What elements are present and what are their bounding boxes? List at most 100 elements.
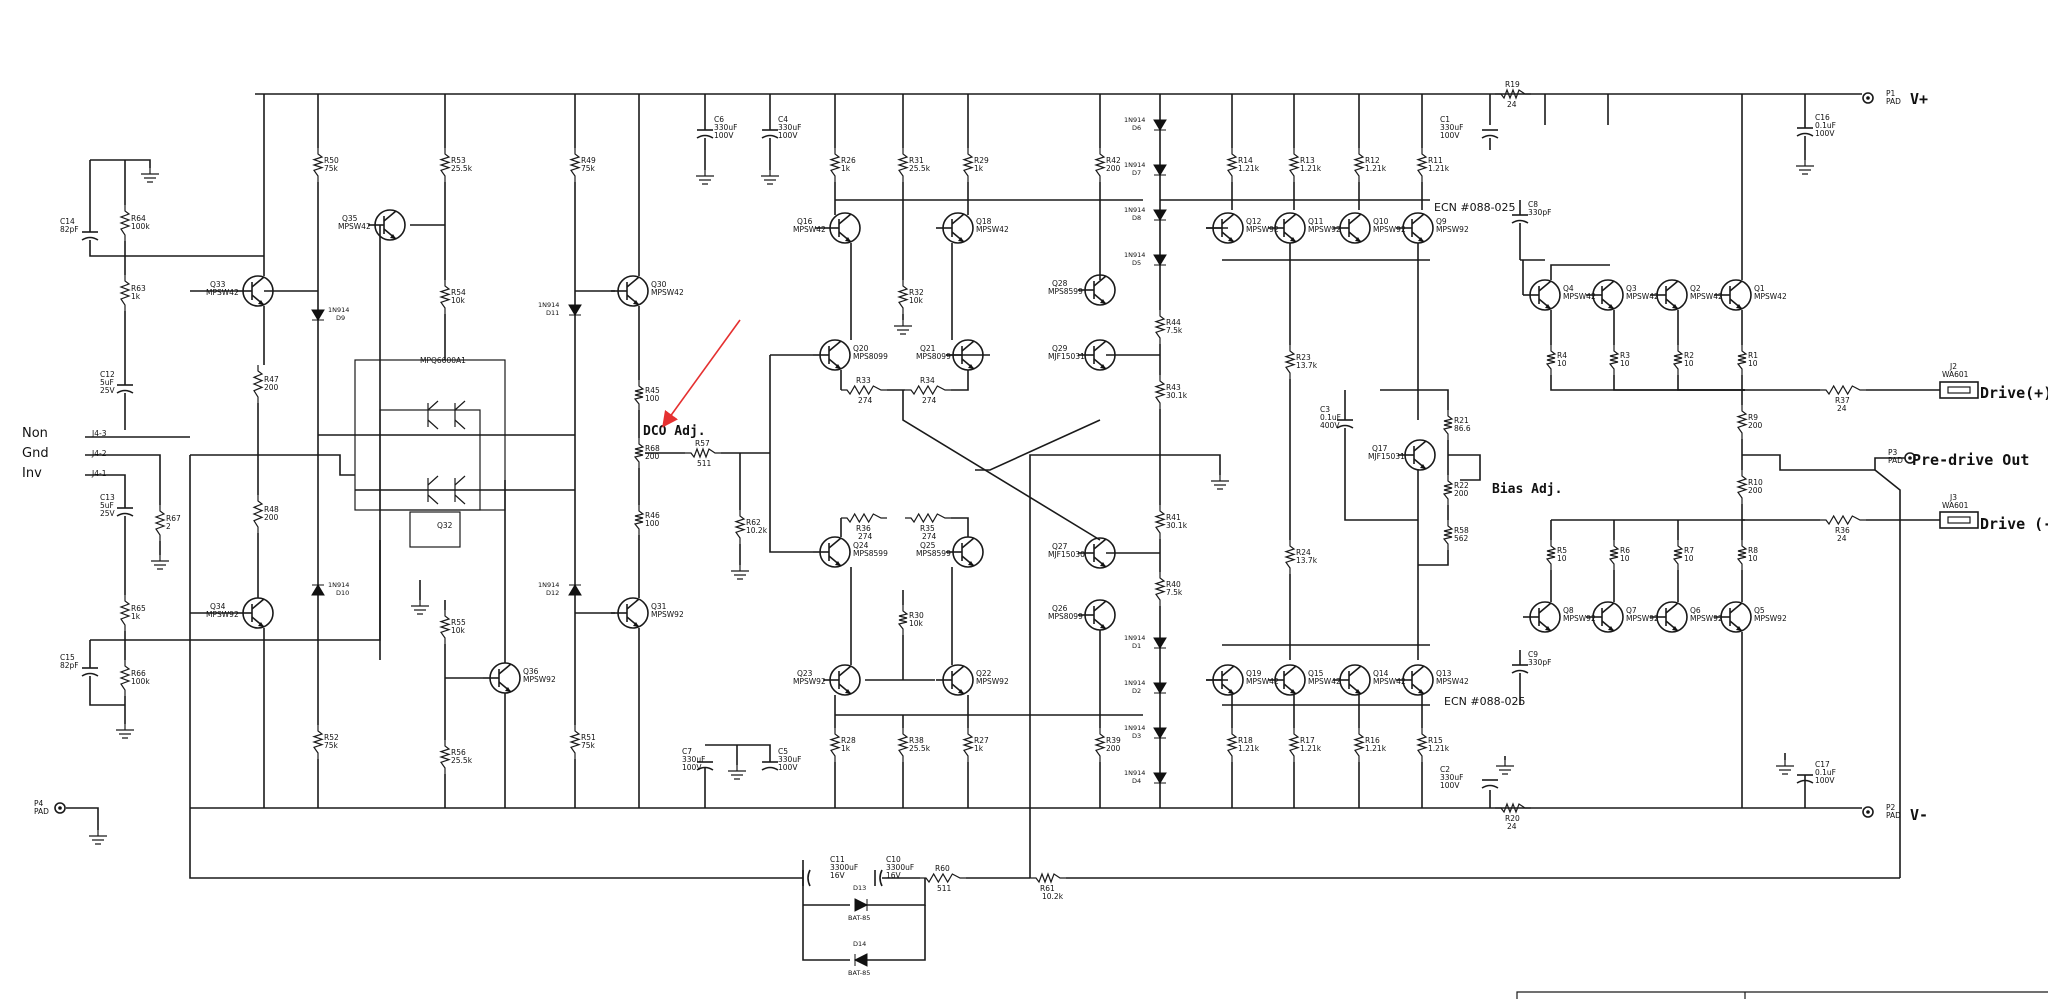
resistor-value-r13: 1.21k <box>1300 164 1322 173</box>
resistor-value-r56: 25.5k <box>451 756 473 765</box>
capacitor-plate <box>1336 424 1354 429</box>
diode-part-d14: BAT-85 <box>848 969 870 977</box>
transistor-collector <box>1348 213 1362 225</box>
wire <box>951 370 969 391</box>
resistor-value-r48: 200 <box>264 513 279 522</box>
transistor-arrow <box>1545 304 1551 309</box>
transistor-ref-q30: Q30 <box>651 280 667 289</box>
resistor-ref-r65: R65 <box>131 604 146 613</box>
resistor-value-r61: 10.2k <box>1042 892 1064 901</box>
resistor-r31 <box>897 148 909 182</box>
capacitor-value-c2: 330uF <box>1440 773 1463 782</box>
resistor-ref-r11: R11 <box>1428 156 1443 165</box>
transistor-collector <box>1413 440 1427 452</box>
resistor-value-r40: 7.5k <box>1166 588 1183 597</box>
capacitor-ref-c17: C17 <box>1815 760 1830 769</box>
capacitor-voltage-c3: 400V <box>1320 421 1340 430</box>
diode-d3 <box>1153 727 1167 739</box>
resistor-r63 <box>119 275 131 311</box>
transistor-ref-q29: Q29 <box>1052 344 1068 353</box>
resistor-value-r68: 200 <box>645 452 660 461</box>
resistor-r20 <box>1495 802 1531 814</box>
capacitor-value-c4: 330uF <box>778 123 801 132</box>
resistor-value-r63: 1k <box>131 292 141 301</box>
diode-part-d6: 1N914 <box>1124 116 1145 124</box>
resistor-r14 <box>1226 148 1238 182</box>
resistor-r44 <box>1154 310 1166 344</box>
wire <box>66 807 99 830</box>
ground-symbol <box>696 170 714 185</box>
ground-symbol <box>1211 475 1229 490</box>
wire <box>89 240 125 257</box>
resistor-r32 <box>897 280 909 314</box>
resistor-r60 <box>920 872 966 884</box>
resistor-r29 <box>962 148 974 182</box>
transistor-part-q27: MJF15030 <box>1048 550 1085 559</box>
transistor-arrow <box>1418 237 1424 242</box>
resistor-r33 <box>841 384 887 396</box>
transistor-ref-q8: Q8 <box>1563 606 1574 615</box>
transistor-collector <box>1348 665 1362 677</box>
transistor-ref-q19: Q19 <box>1246 669 1262 678</box>
diode-ref-d1: D1 <box>1132 642 1141 650</box>
vplus-pad-ref: P1 <box>1886 89 1896 98</box>
connector-j3 <box>1939 511 1979 529</box>
resistor-ref-r18: R18 <box>1238 736 1253 745</box>
wire <box>189 455 803 879</box>
resistor-ref-r15: R15 <box>1428 736 1443 745</box>
resistor-value-r66: 100k <box>131 677 150 686</box>
resistor-ref-r44: R44 <box>1166 318 1181 327</box>
capacitor-ref-c8: C8 <box>1528 200 1538 209</box>
resistor-r43 <box>1154 375 1166 409</box>
diode-d14 <box>853 953 868 967</box>
transistor-collector <box>838 213 852 225</box>
capacitor-plate <box>116 512 134 517</box>
resistor-value-r35: 274 <box>922 532 937 541</box>
transistor-part-q17: MJF15031 <box>1368 452 1405 461</box>
transistor-part-q1: MPSW42 <box>1754 292 1787 301</box>
pad-dot <box>1908 456 1912 460</box>
ground-symbol <box>411 600 429 615</box>
capacitor-value-c17: 0.1uF <box>1815 768 1836 777</box>
vplus-pad-word: PAD <box>1886 97 1901 106</box>
resistor-ref-r36: R36 <box>1835 526 1850 535</box>
capacitor-value-c11: 3300uF <box>830 863 858 872</box>
resistor-ref-r5: R5 <box>1557 546 1567 555</box>
transistor-arrow <box>835 364 841 369</box>
resistor-value-r20: 24 <box>1507 822 1517 831</box>
resistor-r47 <box>252 365 264 403</box>
ground-symbol <box>761 170 779 185</box>
diode-ref-d9: D9 <box>336 314 345 322</box>
input-inv-pin: J4-1 <box>91 469 107 478</box>
resistor-ref-r43: R43 <box>1166 383 1181 392</box>
resistor-r41 <box>1154 505 1166 539</box>
capacitor-value-c13: 5uF <box>100 501 114 510</box>
transistor-ref-q11: Q11 <box>1308 217 1324 226</box>
diode-ref-d2: D2 <box>1132 687 1141 695</box>
ic-transistor-e <box>454 419 466 430</box>
resistor-value-r16: 1.21k <box>1365 744 1387 753</box>
diode-ref-d4: D4 <box>1132 777 1141 785</box>
transistor-ref-q18: Q18 <box>976 217 992 226</box>
wire <box>1344 428 1418 521</box>
drive-plus-part: WA601 <box>1942 370 1969 379</box>
capacitor-ref-c11: C11 <box>830 855 845 864</box>
capacitor-plate <box>761 766 779 771</box>
resistor-ref-r48: R48 <box>264 505 279 514</box>
resistor-value-r50: 75k <box>324 164 339 173</box>
resistor-value-r24: 13.7k <box>1296 556 1318 565</box>
transistor-ref-q17: Q17 <box>1372 444 1388 453</box>
ic-bottom-box <box>409 511 461 548</box>
resistor-value-r58: 562 <box>1454 534 1469 543</box>
resistor-ref-r7: R7 <box>1684 546 1694 555</box>
ground-symbol <box>89 830 107 845</box>
resistor-ref-r62: R62 <box>746 518 761 527</box>
transistor-ref-q15: Q15 <box>1308 669 1324 678</box>
ground-symbol <box>1496 760 1514 775</box>
resistor-value-r6: 10 <box>1620 554 1630 563</box>
capacitor-plate <box>1796 132 1814 137</box>
connector-j2-slot <box>1947 386 1971 394</box>
resistor-r55 <box>439 610 451 644</box>
capacitor-ref-c1: C1 <box>1440 115 1450 124</box>
diode-d7 <box>1153 164 1167 176</box>
